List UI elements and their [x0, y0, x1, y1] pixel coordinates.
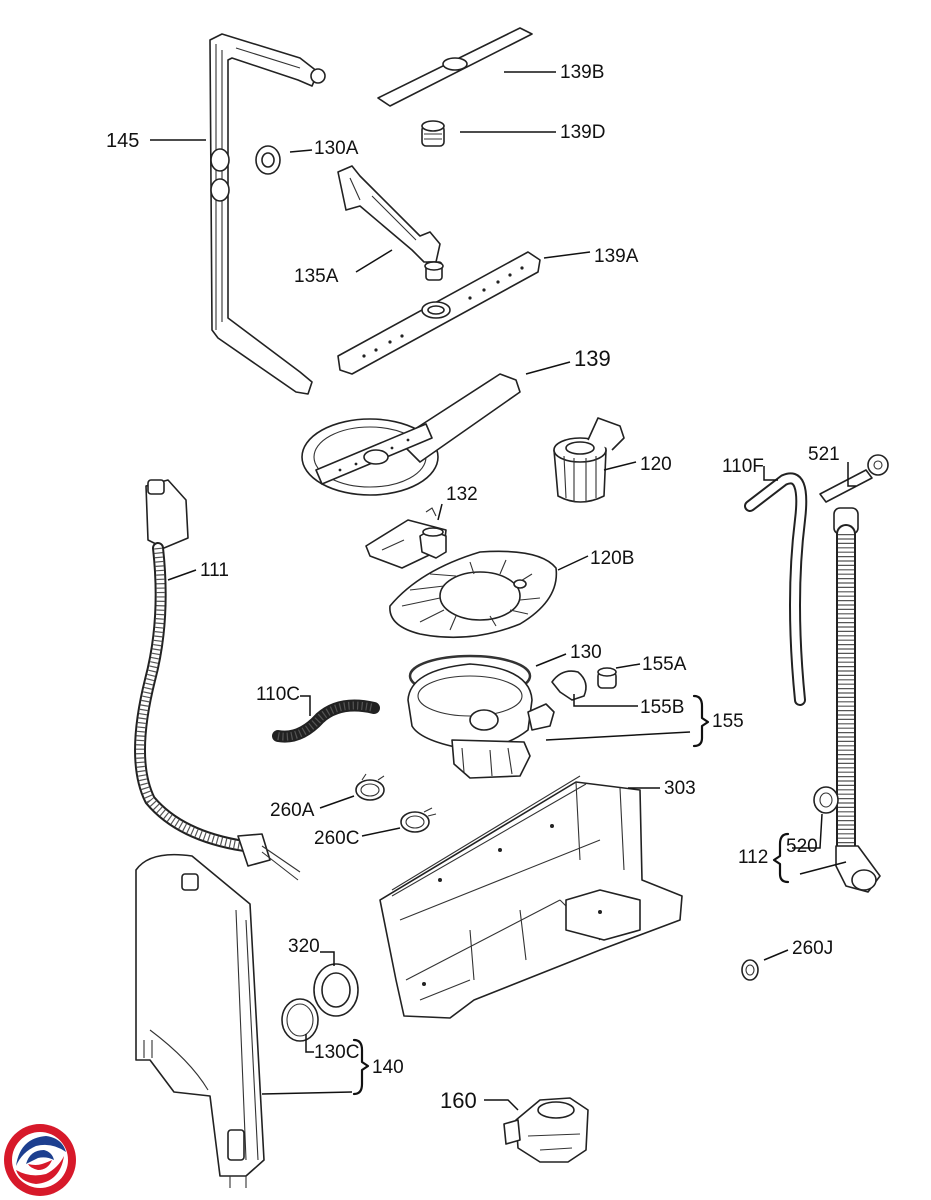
drain-pump-part — [503, 1097, 589, 1163]
brace-140 — [352, 1038, 370, 1096]
label-303: 303 — [664, 778, 696, 799]
label-139: 139 — [574, 346, 611, 371]
brace-155 — [692, 694, 710, 748]
sump-assembly-part — [407, 654, 555, 779]
spray-arm-nut-part — [421, 120, 445, 147]
side-panel-part — [135, 853, 265, 1188]
sensor-part — [365, 507, 447, 569]
spray-arm-bracket-part — [337, 165, 444, 281]
hose-clamp-c-part — [400, 807, 437, 833]
label-111: 111 — [200, 560, 229, 581]
hose-clamp-a-part — [355, 773, 385, 801]
label-139A: 139A — [594, 246, 639, 267]
base-frame-part — [379, 775, 683, 1019]
label-260A: 260A — [270, 800, 315, 821]
o-ring-part — [281, 998, 319, 1042]
lower-spray-arm-part — [301, 373, 521, 496]
label-130C: 130C — [314, 1042, 359, 1063]
drain-clamp-part — [813, 786, 839, 814]
label-110F: 110F — [722, 456, 764, 477]
label-139B: 139B — [560, 62, 604, 83]
filter-part — [553, 417, 625, 503]
hose-clamp-j-part — [741, 959, 759, 981]
label-139D: 139D — [560, 122, 605, 143]
group-braces — [352, 694, 790, 1096]
label-110C: 110C — [256, 684, 300, 705]
leader-lines — [150, 71, 856, 1111]
grommet-part — [255, 145, 281, 175]
label-260J: 260J — [792, 938, 833, 959]
check-valve-part — [551, 667, 617, 701]
label-155A: 155A — [642, 654, 687, 675]
drain-hose-part — [833, 507, 881, 893]
label-155: 155 — [712, 711, 744, 732]
label-520: 520 — [786, 836, 818, 857]
micro-filter-plate-part — [389, 550, 558, 639]
middle-spray-arm-part — [337, 251, 541, 375]
label-160: 160 — [440, 1088, 477, 1113]
inlet-hose-part — [134, 479, 301, 881]
upper-spray-tube-part — [209, 33, 326, 395]
label-120: 120 — [640, 454, 672, 475]
wire-clip-part — [819, 454, 889, 503]
label-130: 130 — [570, 642, 602, 663]
short-hose-part — [272, 699, 380, 743]
pump-seal-part — [313, 963, 359, 1017]
label-120B: 120B — [590, 548, 634, 569]
label-260C: 260C — [314, 828, 359, 849]
label-135A: 135A — [294, 266, 339, 287]
brace-112 — [772, 832, 790, 884]
label-320: 320 — [288, 936, 320, 957]
label-112: 112 — [738, 847, 768, 868]
label-140: 140 — [372, 1057, 404, 1078]
label-155B: 155B — [640, 697, 684, 718]
label-132: 132 — [446, 484, 478, 505]
fill-tube-part — [744, 472, 808, 706]
swirl-logo-icon — [4, 1124, 76, 1196]
upper-spray-arm-part — [377, 27, 533, 107]
label-130A: 130A — [314, 138, 359, 159]
label-521: 521 — [808, 444, 840, 465]
label-145: 145 — [106, 130, 139, 152]
part-labels: 145 130A 139B 139D 135A 139A 139 120 110… — [106, 62, 840, 1113]
